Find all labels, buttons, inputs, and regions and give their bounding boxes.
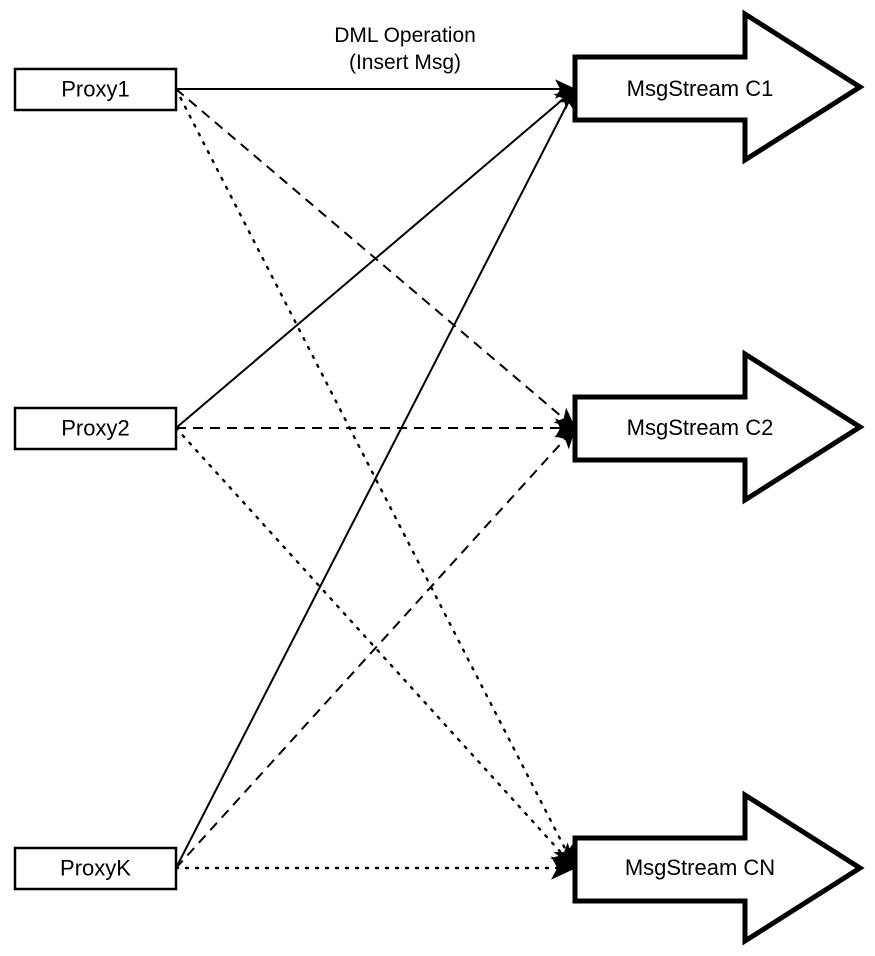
edge-proxyk-to-c2 (175, 427, 576, 869)
edge-proxy2-to-c1 (175, 88, 576, 429)
stream-node-stream_c1[interactable]: MsgStream C1 (572, 9, 865, 165)
proxy-node-proxy2[interactable]: Proxy2 (13, 406, 178, 451)
stream-node-stream_cn[interactable]: MsgStream CN (572, 790, 865, 946)
stream-node-stream_c2[interactable]: MsgStream C2 (572, 349, 865, 505)
dml-operation-label-line-1: (Insert Msg) (349, 51, 461, 74)
proxy-node-proxy1[interactable]: Proxy1 (13, 67, 178, 112)
edges-layer (174, 79, 577, 880)
dml-operation-label: DML Operation (Insert Msg) (334, 24, 476, 74)
proxy-label-proxy1: Proxy1 (61, 76, 129, 101)
stream-arrow-shape-stream_c1 (572, 9, 865, 165)
edge-proxyk-to-c1 (175, 88, 576, 869)
annotations-layer: DML Operation (Insert Msg) (334, 24, 476, 74)
dml-operation-label-line-0: DML Operation (334, 24, 476, 47)
stream-arrow-shape-stream_c2 (572, 349, 865, 505)
stream-label-stream_c1: MsgStream C1 (627, 76, 774, 101)
proxy-label-proxy2: Proxy2 (61, 415, 129, 440)
stream-label-stream_cn: MsgStream CN (625, 855, 775, 880)
proxy-node-proxyk[interactable]: ProxyK (13, 846, 178, 891)
proxy-box-proxyk (13, 846, 178, 891)
proxy-box-proxy2 (13, 406, 178, 451)
edge-proxy1-to-cn (174, 87, 577, 870)
stream-label-stream_c2: MsgStream C2 (627, 415, 774, 440)
streams-layer: MsgStream C1 MsgStream C2 MsgStream CN (572, 9, 865, 946)
proxy-label-proxyk: ProxyK (60, 855, 131, 880)
stream-arrow-shape-stream_cn (572, 790, 865, 946)
proxy-box-proxy1 (13, 67, 178, 112)
edge-proxy2-to-cn (174, 426, 577, 870)
